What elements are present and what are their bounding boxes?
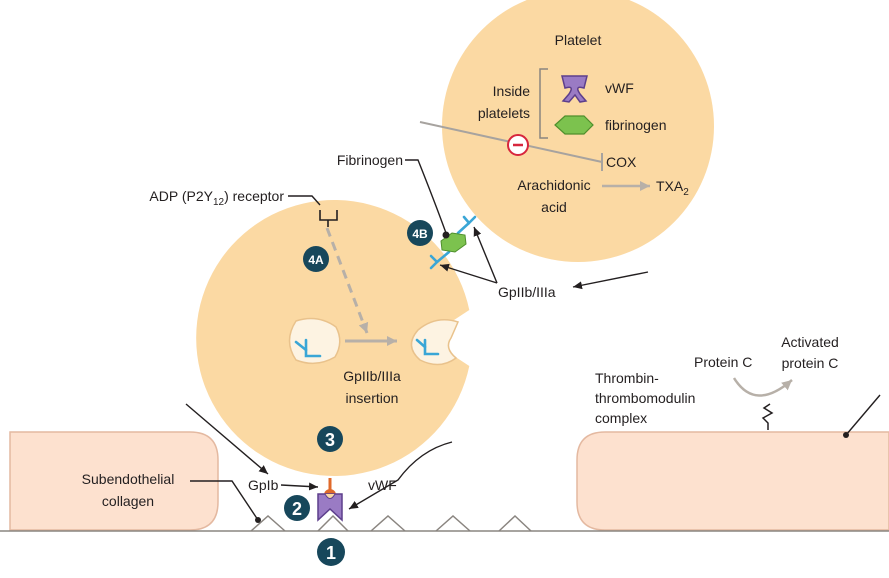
- gpib-label: GpIb: [248, 477, 279, 493]
- inside-platelets-label-2: platelets: [478, 105, 530, 121]
- fibrinogen-label: Fibrinogen: [337, 152, 403, 168]
- activated-protein-c-label-2: protein C: [782, 355, 839, 371]
- inside-platelets-label: Inside: [493, 83, 531, 99]
- leader-gpiib-3: [572, 271, 649, 290]
- adp-receptor-icon: [319, 210, 338, 227]
- leader-gpib: [280, 482, 319, 491]
- subendothelial-label-2: collagen: [102, 493, 154, 509]
- svg-text:2: 2: [292, 499, 302, 519]
- squiggle-icon: [761, 403, 774, 430]
- step-badge-4b: 4B: [407, 220, 433, 246]
- svg-text:3: 3: [325, 430, 335, 450]
- gpiib-iiia-receptor-icon: [456, 215, 477, 235]
- txa2-label: TXA2: [656, 178, 689, 198]
- endothelium-left: [9, 431, 219, 531]
- leader-platelet-edge: [185, 403, 269, 475]
- arachidonic-label-2: acid: [541, 199, 567, 215]
- gpiib-insertion-label-2: insertion: [346, 390, 399, 406]
- leader-lines: [185, 159, 881, 521]
- activated-protein-c-label: Activated: [781, 334, 839, 350]
- leader-fibrinogen: [405, 159, 447, 234]
- gpiib-iiia-receptor-icon: [294, 338, 322, 358]
- collagen-fibers: [250, 514, 532, 532]
- step-badge-2: 2: [284, 495, 310, 521]
- membrane-insertion-site: [410, 319, 460, 366]
- leader-dot-endothelium: [843, 432, 849, 438]
- thrombin-label: Thrombin-: [595, 370, 659, 386]
- legend-vwf-label: vWF: [605, 80, 634, 96]
- leader-vwf: [348, 441, 453, 510]
- vwf-icon: [317, 493, 343, 522]
- leader-gpiib-1: [439, 263, 498, 284]
- granule: [288, 317, 341, 365]
- protein-c-activation-arrow: [732, 377, 793, 397]
- vwf-binding-notch: [324, 493, 336, 499]
- fibrinogen-icon: [554, 115, 594, 135]
- gpiib-iiia-label: GpIIb/IIIa: [498, 284, 556, 300]
- leader-dot-collagen: [255, 517, 261, 523]
- arachidonic-label: Arachidonic: [517, 177, 590, 193]
- adp-signal-arrow: [325, 227, 369, 334]
- cox-label: COX: [606, 154, 637, 170]
- gpiib-insertion-label: GpIIb/IIIa: [343, 368, 401, 384]
- step-badge-1: 1: [317, 538, 345, 566]
- leader-adp: [288, 195, 321, 206]
- subendothelial-label: Subendothelial: [82, 471, 175, 487]
- protein-c-label: Protein C: [694, 354, 752, 370]
- svg-text:4B: 4B: [412, 227, 428, 241]
- bracket: [539, 68, 548, 139]
- step-badge-4a: 4A: [303, 246, 329, 272]
- thrombin-label-3: complex: [595, 410, 647, 426]
- endothelium-right: [576, 431, 889, 531]
- vwf-icon: [561, 75, 588, 103]
- svg-text:4A: 4A: [308, 253, 324, 267]
- step-badge-3: 3: [317, 426, 343, 452]
- leader-gpiib-2: [473, 226, 498, 284]
- adp-receptor-label: ADP (P2Y12) receptor: [149, 188, 284, 208]
- fibrinogen-pointer-dot: [442, 231, 450, 239]
- svg-text:1: 1: [326, 543, 336, 563]
- gpiib-iiia-receptor-icon: [429, 250, 451, 270]
- vwf-label: vWF: [368, 477, 397, 493]
- leader-endothelium: [845, 394, 881, 436]
- gpiib-iiia-receptor-icon: [415, 338, 440, 356]
- leader-collagen: [190, 480, 259, 521]
- thrombin-label-2: thrombomodulin: [595, 390, 695, 406]
- legend-fibrinogen-label: fibrinogen: [605, 117, 667, 133]
- platelet-title: Platelet: [555, 32, 602, 48]
